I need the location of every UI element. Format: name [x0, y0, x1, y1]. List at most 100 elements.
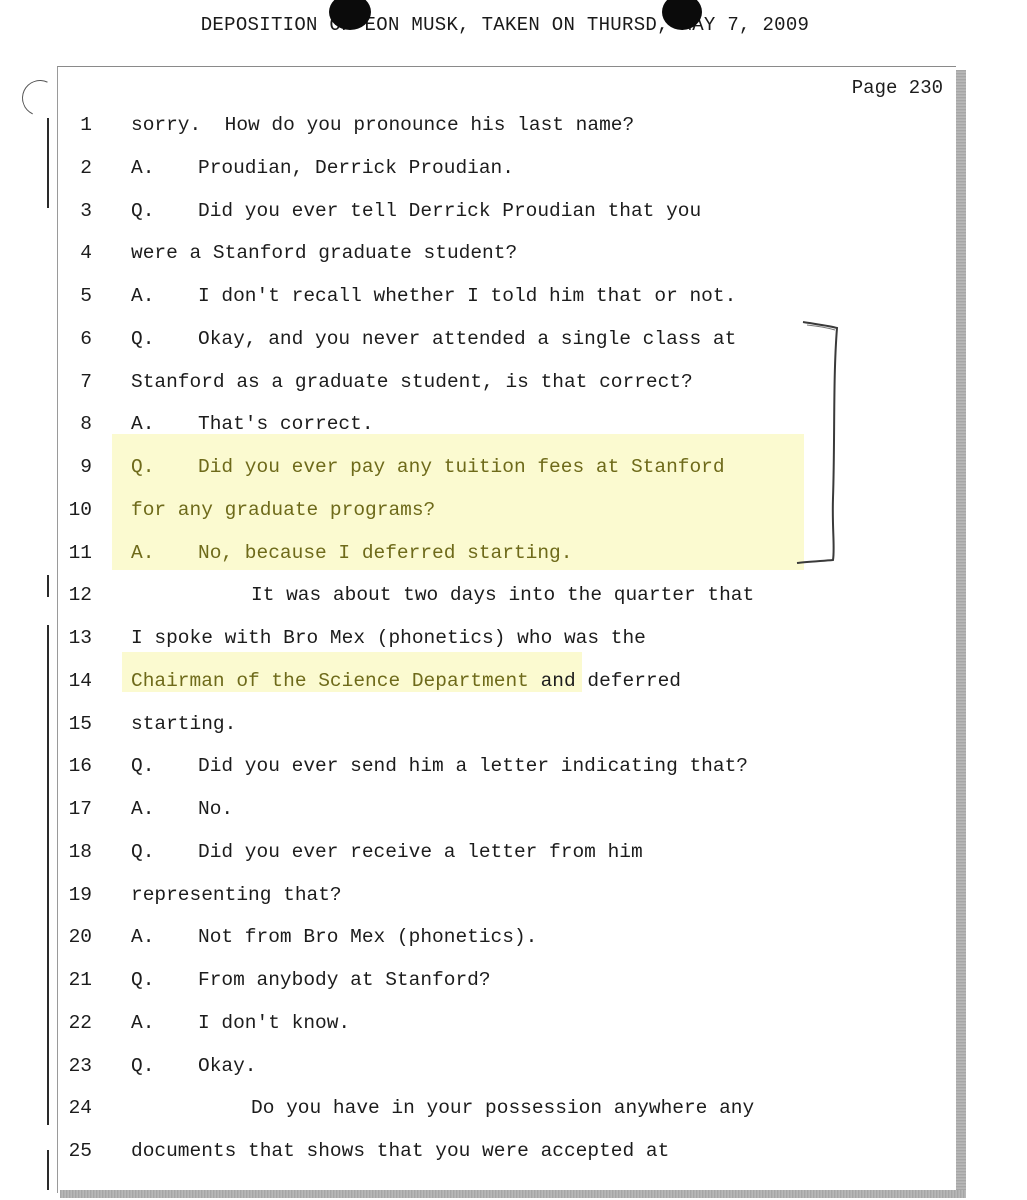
speaker-label: A. — [131, 541, 155, 564]
line-text-main: From anybody at Stanford? — [198, 969, 491, 991]
line-text-main: were a Stanford graduate student? — [131, 242, 518, 265]
speaker-label: Q. — [131, 969, 155, 991]
speaker-label: Q. — [131, 199, 155, 222]
line-number: 16 — [68, 755, 92, 778]
line-text-main: representing that? — [131, 883, 342, 906]
line-text-main: Did you ever pay any tuition fees at Sta… — [198, 456, 725, 478]
line-text: Did you ever pay any tuition fees at Sta… — [198, 446, 725, 488]
page-number: Page 230 — [851, 77, 943, 99]
line-text: Proudian, Derrick Proudian. — [198, 147, 514, 189]
line-number: 3 — [80, 199, 92, 222]
line-number: 8 — [80, 413, 92, 436]
line-text: Did you ever tell Derrick Proudian that … — [198, 190, 701, 232]
line-text: Not from Bro Mex (phonetics). — [198, 916, 537, 958]
line-text-main: Did you ever send him a letter indicatin… — [198, 755, 748, 778]
speaker-label: Q. — [131, 327, 155, 350]
highlighted-phrase: Chairman of the Science Department — [131, 669, 529, 692]
line-text-main: No. — [198, 798, 234, 820]
redaction-mark — [662, 0, 702, 30]
line-text: That's correct. — [198, 403, 374, 445]
transcript-line: 13 I spoke with Bro Mex (phonetics) who w… — [0, 617, 960, 659]
line-text-main: Proudian, Derrick Proudian. — [198, 156, 514, 179]
line-text: Do you have in your possession anywhere … — [251, 1087, 754, 1129]
line-number: 2 — [80, 156, 92, 179]
margin-line — [47, 118, 49, 208]
line-text: I don't recall whether I told him that o… — [198, 275, 736, 317]
line-text: From anybody at Stanford? — [198, 959, 491, 1001]
margin-line — [47, 1150, 49, 1190]
line-text-main: Stanford as a graduate student, is that … — [131, 370, 693, 393]
transcript-line: 11 A. No, because I deferred starting. — [0, 532, 960, 574]
line-text-main: It was about two days into the quarter t… — [251, 584, 755, 607]
line-text: Okay. — [198, 1045, 257, 1087]
line-text: Chairman of the Science Department and d… — [131, 660, 681, 702]
line-text: Did you ever receive a letter from him — [198, 831, 643, 873]
line-number: 11 — [68, 541, 92, 564]
line-text-rest: and deferred — [528, 669, 681, 692]
transcript-line: 2 A. Proudian, Derrick Proudian. — [0, 147, 960, 189]
line-text: Did you ever send him a letter indicatin… — [198, 745, 748, 787]
margin-bracket — [796, 321, 839, 564]
line-text-main: Okay. — [198, 1054, 257, 1077]
line-text-main: Not from Bro Mex (phonetics). — [198, 926, 538, 949]
line-text-main: sorry. How do you pronounce his last nam… — [131, 114, 635, 136]
transcript-line: 7 Stanford as a graduate student, is that… — [0, 361, 960, 403]
line-text-main: Did you ever tell Derrick Proudian that … — [198, 199, 702, 222]
line-text-main: I don't recall whether I told him that o… — [198, 285, 737, 307]
line-text: representing that? — [131, 874, 342, 916]
line-number: 7 — [80, 370, 92, 393]
deposition-header: DEPOSITION OF EON MUSK, TAKEN ON THURSD,… — [0, 14, 1010, 36]
transcript-line: 25 documents that shows that you were acc… — [0, 1130, 960, 1172]
transcript-line: 24 Do you have in your possession anywher… — [0, 1087, 960, 1129]
page-edge-right — [956, 70, 966, 1196]
line-text: No, because I deferred starting. — [198, 532, 572, 574]
line-number: 19 — [68, 883, 92, 906]
speaker-label: A. — [131, 798, 155, 820]
line-number: 13 — [68, 627, 92, 649]
line-text-main: That's correct. — [198, 413, 374, 436]
line-text: sorry. How do you pronounce his last nam… — [131, 104, 634, 146]
line-number: 24 — [68, 1097, 92, 1120]
line-number: 18 — [68, 840, 92, 863]
line-text-main: I spoke with Bro Mex (phonetics) who was… — [131, 627, 646, 649]
transcript-line: 20 A. Not from Bro Mex (phonetics). — [0, 916, 960, 958]
line-number: 23 — [68, 1054, 92, 1077]
speaker-label: A. — [131, 285, 155, 307]
transcript-line: 4 were a Stanford graduate student? — [0, 232, 960, 274]
line-text: I don't know. — [198, 1002, 350, 1044]
line-number: 17 — [68, 798, 92, 820]
line-number: 14 — [68, 669, 92, 692]
line-text-main: Okay, and you never attended a single cl… — [198, 327, 737, 350]
speaker-label: Q. — [131, 755, 155, 778]
line-text: were a Stanford graduate student? — [131, 232, 517, 274]
line-number: 20 — [68, 926, 92, 949]
line-number: 25 — [68, 1140, 92, 1162]
line-number: 15 — [68, 712, 92, 735]
transcript-line: 19 representing that? — [0, 874, 960, 916]
line-number: 9 — [80, 456, 92, 478]
speaker-label: Q. — [131, 840, 155, 863]
line-number: 1 — [80, 114, 92, 136]
line-number: 4 — [80, 242, 92, 265]
transcript-line: 12 It was about two days into the quarter… — [0, 574, 960, 616]
page-edge-bottom — [60, 1190, 966, 1198]
margin-line — [47, 625, 49, 1125]
speaker-label: A. — [131, 926, 155, 949]
line-text: for any graduate programs? — [131, 489, 435, 531]
margin-line — [47, 575, 49, 597]
line-number: 12 — [68, 584, 92, 607]
line-text-main: I don't know. — [198, 1011, 351, 1034]
transcript-line: 16 Q. Did you ever send him a letter indic… — [0, 745, 960, 787]
transcript-line: 14 Chairman of the Science Department and… — [0, 660, 960, 702]
header-middle: ON MUSK, TAKEN ON THURSD — [376, 14, 658, 36]
line-text-main: documents that shows that you were accep… — [131, 1140, 670, 1162]
line-text-main: Did you ever receive a letter from him — [198, 840, 643, 863]
speaker-label: A. — [131, 156, 155, 179]
redaction-mark — [329, 0, 371, 30]
